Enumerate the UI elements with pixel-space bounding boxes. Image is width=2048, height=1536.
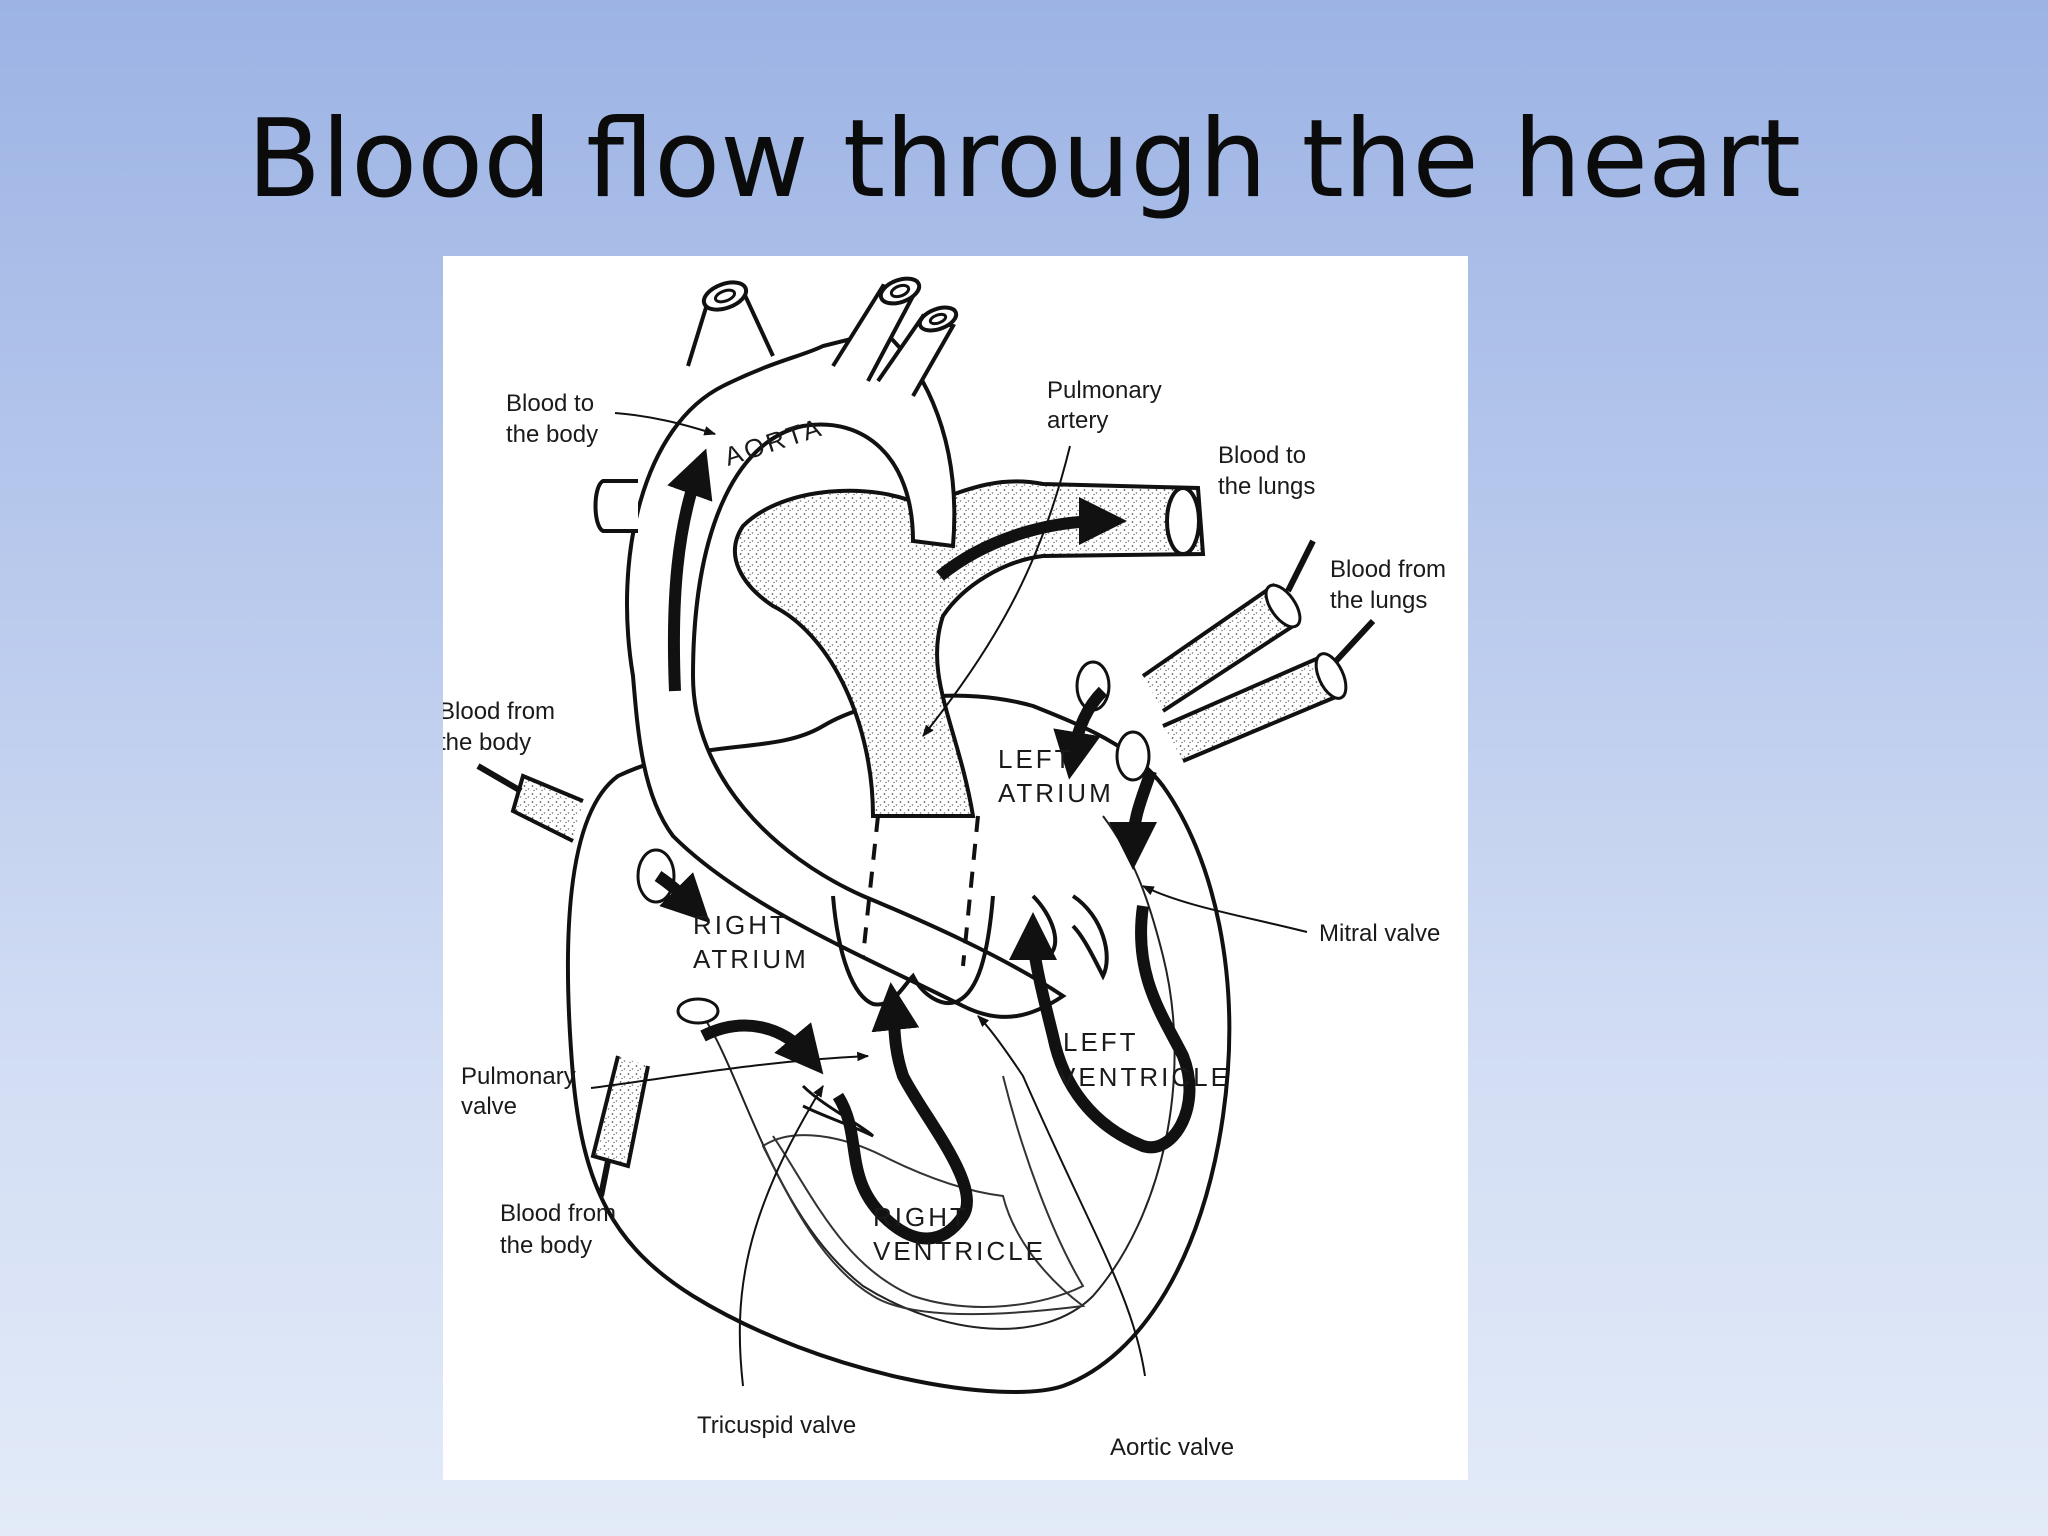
left-atrium-arrow-2 (1109, 769, 1158, 870)
label-left-ventricle-line2: VENTRICLE (1058, 1062, 1231, 1092)
aorta-arrow (667, 448, 713, 692)
left-atrium-arrow-1 (1053, 686, 1108, 780)
pulmonary-veins (1141, 539, 1376, 763)
label-blood-from-lungs-line1: Blood from (1330, 556, 1446, 583)
label-right-ventricle-line2: VENTRICLE (873, 1236, 1046, 1266)
label-right-atrium-line2: ATRIUM (693, 944, 809, 974)
heart-diagram: Blood to the body Pulmonary artery Blood… (443, 256, 1468, 1480)
left-ventricle-arrow (1009, 905, 1196, 1154)
label-blood-from-body-upper-line2: the body (443, 729, 531, 756)
label-blood-to-lungs-line1: Blood to (1218, 442, 1306, 469)
label-blood-from-lungs-line2: the lungs (1330, 587, 1427, 614)
label-pulmonary-valve-line2: valve (461, 1093, 517, 1120)
right-atrium-arrow (654, 871, 710, 923)
aortic-branches (686, 276, 959, 397)
right-ventricle-wall (772, 1075, 1085, 1308)
label-right-ventricle-line1: RIGHT (873, 1202, 969, 1232)
leader-lines (590, 412, 1308, 1387)
label-pulmonary-artery-line1: Pulmonary (1047, 377, 1162, 404)
label-left-atrium-line1: LEFT (998, 744, 1074, 774)
label-blood-from-body-upper-line1: Blood from (443, 698, 555, 725)
label-blood-from-body-lower-line2: the body (500, 1232, 592, 1259)
label-left-ventricle-line1: LEFT (1063, 1027, 1139, 1057)
vena-cavae (476, 763, 650, 1197)
label-tricuspid-valve: Tricuspid valve (697, 1412, 856, 1439)
label-left-atrium-line2: ATRIUM (998, 778, 1114, 808)
pulmonary-artery-opening (1165, 486, 1201, 556)
label-right-atrium-line1: RIGHT (693, 910, 789, 940)
aorta-side-stub (593, 479, 638, 533)
label-blood-to-lungs-line2: the lungs (1218, 473, 1315, 500)
label-pulmonary-valve-line1: Pulmonary (461, 1063, 576, 1090)
flow-arrows (654, 448, 1196, 1245)
label-blood-from-body-lower-line1: Blood from (500, 1200, 616, 1227)
heart-diagram-svg: Blood to the body Pulmonary artery Blood… (443, 276, 1446, 1461)
aorta (625, 328, 1067, 1019)
label-blood-to-body-line1: Blood to (506, 390, 594, 417)
label-aortic-valve: Aortic valve (1110, 1434, 1234, 1461)
label-blood-to-body-line2: the body (506, 421, 598, 448)
right-atrium-to-ventricle-arrow (700, 1019, 824, 1075)
slide-title: Blood flow through the heart (247, 97, 1801, 222)
right-ventricle-arrow (832, 982, 973, 1245)
label-pulmonary-artery-line2: artery (1047, 407, 1108, 434)
label-mitral-valve: Mitral valve (1319, 920, 1440, 947)
right-ventricle-trabeculae (761, 1134, 1086, 1316)
pulmonary-artery-arrow (936, 497, 1127, 581)
